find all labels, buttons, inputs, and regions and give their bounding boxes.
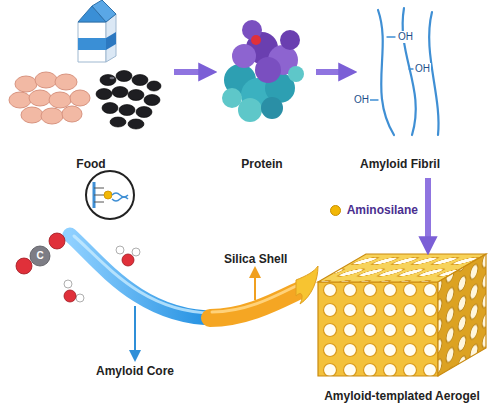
inset-circle <box>86 171 134 219</box>
panel-caption: Amyloid-templated Aerogel <box>324 389 480 404</box>
hydroxyl-label: OH <box>414 63 431 75</box>
panel-caption: Food <box>76 157 105 172</box>
hydroxyl-label: OH <box>397 31 414 43</box>
atom-label: C <box>33 249 47 263</box>
co2-molecule <box>16 233 65 274</box>
water-molecule <box>116 246 140 266</box>
core-shell-fiber <box>70 235 318 318</box>
aerogel-cube <box>318 254 486 376</box>
process-arrow <box>316 69 344 75</box>
amyloid-core-leader <box>134 306 136 356</box>
milk-carton <box>78 0 116 62</box>
black-beans <box>96 71 161 130</box>
protein-structure <box>222 20 304 122</box>
caption-group: Amyloid-templated Aerogel <box>308 389 496 404</box>
part-label: Amyloid Core <box>96 364 174 379</box>
hydroxyl-label: OH <box>353 94 370 106</box>
panel-caption: Amyloid Fibril <box>360 157 440 172</box>
process-arrow <box>425 178 431 242</box>
silica-shell-leader <box>254 272 256 300</box>
eggs <box>9 72 90 124</box>
aminosilane-dot <box>330 205 341 216</box>
panel-caption: Protein <box>241 157 282 172</box>
water-molecule <box>64 280 84 302</box>
illustration-panel: Amyloid-templated Aerogel <box>308 250 496 406</box>
illustration-panel: Protein <box>212 4 312 174</box>
edge-label: Aminosilane <box>345 203 420 218</box>
illustration-panel: Amyloid Fibril <box>352 4 448 174</box>
process-arrow <box>174 69 204 75</box>
caption-group: Food <box>12 157 170 172</box>
edge-label-group: Aminosilane <box>330 203 420 218</box>
caption-group: Protein <box>212 157 312 172</box>
caption-group: Amyloid Fibril <box>352 157 448 172</box>
bean-shine <box>110 77 115 79</box>
part-label: Silica Shell <box>224 252 287 267</box>
illustration-panel: Food <box>12 4 170 174</box>
amyloid-fibrils <box>369 8 439 135</box>
